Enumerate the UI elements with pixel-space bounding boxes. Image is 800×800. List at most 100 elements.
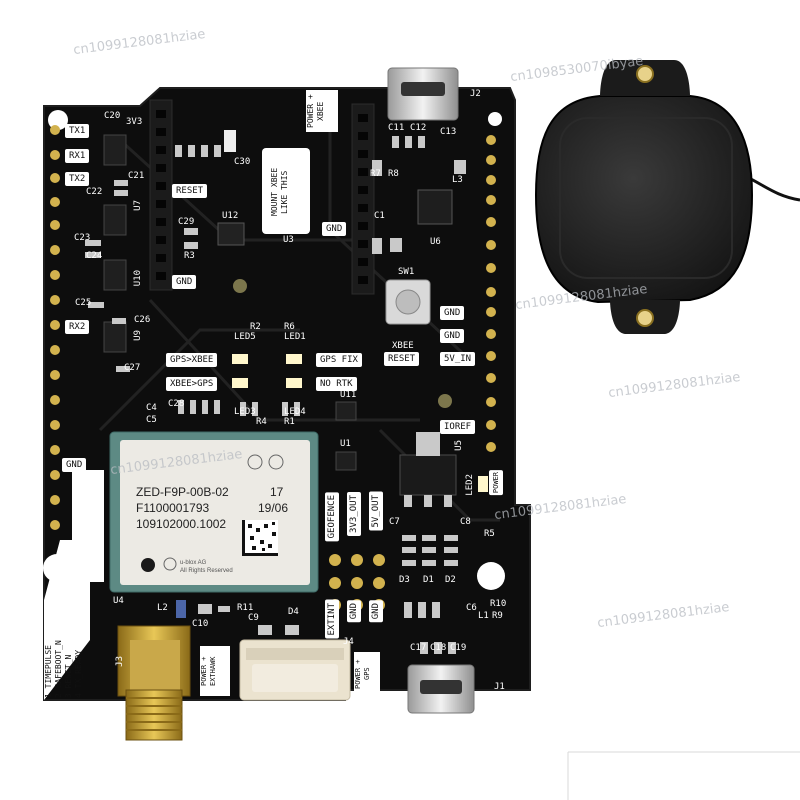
xbee-label: XBEE [392, 341, 414, 351]
gps-xbee-led-label: GPS>XBEE [166, 353, 218, 367]
geofence-label: GEOFENCE [325, 492, 339, 542]
sw1-label: SW1 [398, 267, 415, 277]
led5-label: LED5 [234, 332, 256, 342]
power-xbee-label: POWER + XBEE [306, 90, 338, 132]
r7-label: R7 [370, 169, 381, 179]
c20-label: C20 [104, 111, 121, 121]
gnd-label-left: GND [172, 275, 197, 289]
c11-label: C11 [388, 123, 405, 133]
j2-label: J2 [470, 89, 481, 99]
u10-label: U10 [133, 270, 143, 287]
l1-label: L1 [478, 611, 489, 621]
extint-label: EXTINT [325, 600, 339, 639]
c27-label: C27 [124, 363, 141, 373]
xbee-gps-led-label: XBEE>GPS [166, 377, 218, 391]
c25-label: C25 [75, 298, 92, 308]
r8-label: R8 [388, 169, 399, 179]
r1-label: R1 [284, 417, 295, 427]
r4-label: R4 [256, 417, 267, 427]
c12-label: C12 [410, 123, 427, 133]
r6-label: R6 [284, 322, 295, 332]
c29-label: C29 [178, 217, 195, 227]
led3-label: LED3 [234, 407, 256, 417]
chip-rights: All Rights Reserved [180, 568, 233, 574]
c5-label: C5 [146, 415, 157, 425]
chip-date: 19/06 [258, 501, 289, 515]
c4-label: C4 [146, 403, 157, 413]
pin-4-label: 4 TX_READY [74, 649, 83, 698]
r2-label: R2 [250, 322, 261, 332]
pcb-board [43, 67, 531, 741]
c22-label: C22 [86, 187, 103, 197]
c1-label: C1 [374, 211, 385, 221]
power-gps-label: POWER + GPS [354, 652, 380, 696]
c26-label: C26 [134, 315, 151, 325]
led2-label: LED2 [465, 474, 475, 496]
chip-model: ZED-F9P-00B-02 [136, 485, 229, 499]
gnd-pin-label-1: GND [347, 600, 361, 623]
led1-label: LED1 [284, 332, 306, 342]
u7-label: U7 [133, 200, 143, 211]
d3-label: D3 [399, 575, 410, 585]
power-led-label: POWER [489, 470, 503, 496]
c8-label: C8 [460, 517, 471, 527]
d1-label: D1 [423, 575, 434, 585]
c30-label: C30 [234, 157, 251, 167]
pin-1-label: 1 TIMEPULSE [44, 645, 53, 698]
c9-label: C9 [248, 613, 259, 623]
tx1-label: TX1 [65, 124, 90, 138]
chip-model-rev: 17 [270, 485, 284, 499]
timepulse-pin-list: 1 TIMEPULSE 2 SAFEBOOT_N 3 RESET_N 4 TX_… [44, 598, 84, 698]
3v3-out-label: 3V3_OUT [347, 492, 361, 536]
gnd-right-1: GND [440, 306, 465, 320]
j4-label: J4 [343, 637, 354, 647]
rx1-label: RX1 [65, 149, 90, 163]
power-exthawk-label: POWER + EXTHAWK [200, 646, 230, 696]
mount-xbee-note: MOUNT XBEE LIKE THIS [270, 167, 289, 217]
c13-label: C13 [440, 127, 457, 137]
j3-label: J3 [115, 656, 125, 667]
u12-label: U12 [222, 211, 239, 221]
5v-in-label: 5V_IN [440, 352, 476, 366]
c24-label: C24 [86, 251, 103, 261]
rx2-label: RX2 [65, 320, 90, 334]
3v3-label: 3V3 [126, 117, 143, 127]
c28-label: C28 [168, 399, 185, 409]
gps-fix-led-label: GPS FIX [316, 353, 362, 367]
reset-button-label: RESET [384, 352, 420, 366]
r3-label: R3 [184, 251, 195, 261]
c17-label: C17 [410, 643, 427, 653]
gnd-label-xbee: GND [322, 222, 347, 236]
u1-label: U1 [340, 439, 351, 449]
r5-label: R5 [484, 529, 495, 539]
c21-label: C21 [128, 171, 145, 181]
u5-label: U5 [454, 440, 464, 451]
r9-label: R9 [492, 611, 503, 621]
u4-label: U4 [113, 596, 124, 606]
gnd-label-header: GND [62, 458, 87, 472]
c18-label: C18 [430, 643, 447, 653]
d4-label: D4 [288, 607, 299, 617]
u9-label: U9 [133, 330, 143, 341]
chip-serial: F1100001793 [136, 501, 210, 515]
pin-2-label: 2 SAFEBOOT_N [54, 640, 63, 698]
l3-label: L3 [452, 175, 463, 185]
u6-label: U6 [430, 237, 441, 247]
ioref-label: IOREF [440, 420, 476, 434]
r10-label: R10 [490, 599, 507, 609]
c23-label: C23 [74, 233, 91, 243]
c6-label: C6 [466, 603, 477, 613]
tx2-label: TX2 [65, 172, 90, 186]
j1-label: J1 [494, 682, 505, 692]
led4-label: LED4 [284, 407, 306, 417]
u11-label: U11 [340, 390, 357, 400]
c7-label: C7 [389, 517, 400, 527]
c10-label: C10 [192, 619, 209, 629]
d2-label: D2 [445, 575, 456, 585]
gnss-antenna [534, 60, 800, 334]
gnd-right-2: GND [440, 329, 465, 343]
c19-label: C19 [450, 643, 467, 653]
chip-lot: 109102000.1002 [136, 517, 227, 531]
r11-label: R11 [237, 603, 254, 613]
